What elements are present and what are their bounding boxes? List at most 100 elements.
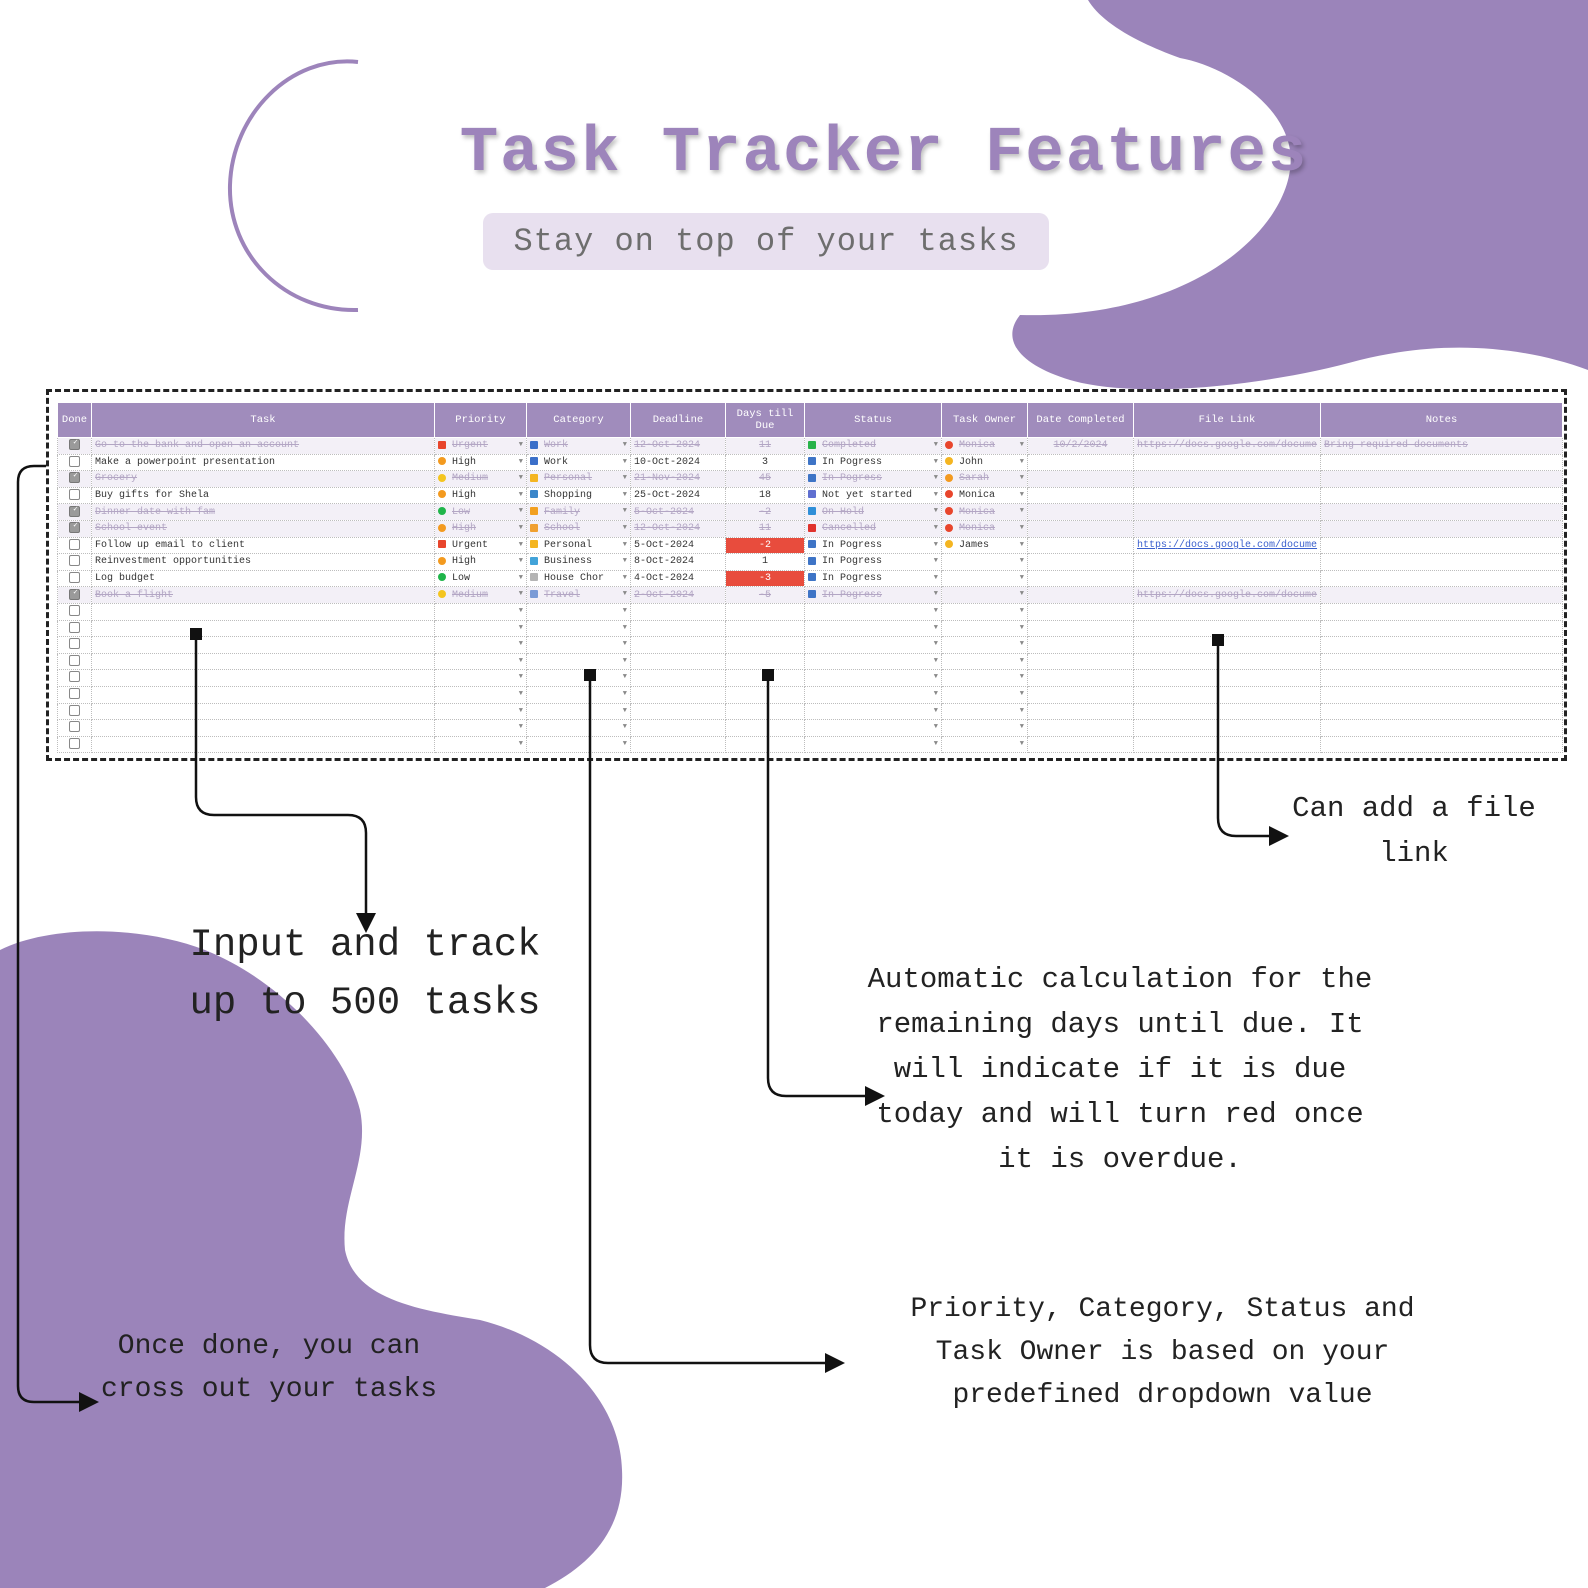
chevron-down-icon[interactable]: ▼ [518,739,523,748]
chevron-down-icon[interactable]: ▼ [1019,606,1024,615]
chevron-down-icon[interactable]: ▼ [1019,474,1024,483]
chevron-down-icon[interactable]: ▼ [933,557,938,566]
done-checkbox[interactable] [69,671,80,683]
done-checkbox[interactable] [69,439,80,451]
deadline-cell[interactable]: 12-Oct-2024 [630,519,726,538]
chevron-down-icon[interactable]: ▼ [1019,557,1024,566]
category-cell[interactable]: School▼ [526,519,631,538]
priority-cell[interactable]: High▼ [434,453,527,472]
chevron-down-icon[interactable]: ▼ [1019,739,1024,748]
priority-cell[interactable]: Urgent▼ [434,437,527,455]
chevron-down-icon[interactable]: ▼ [518,457,523,466]
done-checkbox[interactable] [69,538,80,550]
file-link[interactable]: https://docs.google.com/docume [1137,440,1318,452]
chevron-down-icon[interactable]: ▼ [518,689,523,698]
chevron-down-icon[interactable]: ▼ [622,606,627,615]
chevron-down-icon[interactable]: ▼ [518,723,523,732]
date-completed-cell[interactable] [1027,519,1134,538]
done-checkbox[interactable] [69,505,80,517]
owner-cell[interactable]: Monica▼ [941,519,1028,538]
done-checkbox[interactable] [69,455,80,467]
status-cell[interactable]: On Hold▼ [804,503,942,521]
chevron-down-icon[interactable]: ▼ [933,623,938,632]
category-cell[interactable]: Work▼ [526,437,631,455]
task-cell[interactable]: Go to the bank and open an account [91,437,435,455]
chevron-down-icon[interactable]: ▼ [518,490,523,499]
done-checkbox[interactable] [69,472,80,484]
done-checkbox[interactable] [69,704,80,716]
status-cell[interactable]: Cancelled▼ [804,519,942,538]
chevron-down-icon[interactable]: ▼ [1019,723,1024,732]
chevron-down-icon[interactable]: ▼ [1019,540,1024,549]
chevron-down-icon[interactable]: ▼ [1019,441,1024,449]
chevron-down-icon[interactable]: ▼ [933,739,938,748]
chevron-down-icon[interactable]: ▼ [622,523,627,532]
chevron-down-icon[interactable]: ▼ [933,457,938,466]
done-checkbox[interactable] [69,522,80,534]
date-completed-cell[interactable]: 10/2/2024 [1027,437,1134,455]
chevron-down-icon[interactable]: ▼ [518,540,523,549]
priority-cell[interactable]: Medium▼ [434,586,527,604]
chevron-down-icon[interactable]: ▼ [1019,523,1024,532]
chevron-down-icon[interactable]: ▼ [933,723,938,732]
chevron-down-icon[interactable]: ▼ [622,540,627,549]
chevron-down-icon[interactable]: ▼ [518,706,523,715]
chevron-down-icon[interactable]: ▼ [1019,673,1024,682]
chevron-down-icon[interactable]: ▼ [518,623,523,632]
done-checkbox[interactable] [69,737,80,749]
done-checkbox[interactable] [69,621,80,633]
chevron-down-icon[interactable]: ▼ [1019,623,1024,632]
empty-cell[interactable]: ▼ [804,735,942,754]
file-link[interactable]: https://docs.google.com/docume [1137,589,1318,601]
chevron-down-icon[interactable]: ▼ [518,573,523,582]
notes-cell[interactable] [1320,519,1563,538]
chevron-down-icon[interactable]: ▼ [622,490,627,499]
chevron-down-icon[interactable]: ▼ [518,507,523,516]
chevron-down-icon[interactable]: ▼ [933,590,938,599]
done-checkbox[interactable] [69,638,80,650]
chevron-down-icon[interactable]: ▼ [933,689,938,698]
chevron-down-icon[interactable]: ▼ [933,673,938,682]
chevron-down-icon[interactable]: ▼ [622,590,627,599]
chevron-down-icon[interactable]: ▼ [622,706,627,715]
chevron-down-icon[interactable]: ▼ [1019,573,1024,582]
priority-cell[interactable]: Low▼ [434,503,527,521]
chevron-down-icon[interactable]: ▼ [933,656,938,665]
date-completed-cell[interactable] [1027,470,1134,488]
chevron-down-icon[interactable]: ▼ [622,689,627,698]
chevron-down-icon[interactable]: ▼ [933,474,938,483]
done-checkbox[interactable] [69,555,80,567]
chevron-down-icon[interactable]: ▼ [518,474,523,483]
owner-cell[interactable]: ▼ [941,586,1028,604]
chevron-down-icon[interactable]: ▼ [622,441,627,449]
deadline-cell[interactable]: 2-Oct-2024 [630,586,726,604]
chevron-down-icon[interactable]: ▼ [933,606,938,615]
done-checkbox[interactable] [69,588,80,600]
empty-cell[interactable]: ▼ [526,735,631,754]
empty-cell[interactable] [1320,735,1563,754]
chevron-down-icon[interactable]: ▼ [1019,457,1024,466]
chevron-down-icon[interactable]: ▼ [622,739,627,748]
done-checkbox[interactable] [69,605,80,617]
chevron-down-icon[interactable]: ▼ [933,640,938,649]
chevron-down-icon[interactable]: ▼ [933,490,938,499]
chevron-down-icon[interactable]: ▼ [518,523,523,532]
chevron-down-icon[interactable]: ▼ [518,557,523,566]
owner-cell[interactable]: Sarah▼ [941,470,1028,488]
chevron-down-icon[interactable]: ▼ [1019,640,1024,649]
chevron-down-icon[interactable]: ▼ [933,523,938,532]
chevron-down-icon[interactable]: ▼ [622,673,627,682]
chevron-down-icon[interactable]: ▼ [1019,689,1024,698]
chevron-down-icon[interactable]: ▼ [1019,706,1024,715]
category-cell[interactable]: Family▼ [526,503,631,521]
chevron-down-icon[interactable]: ▼ [622,474,627,483]
task-cell[interactable]: Book a flight [91,586,435,604]
done-checkbox[interactable] [69,571,80,583]
task-cell[interactable]: School event [91,519,435,538]
done-checkbox[interactable] [69,688,80,700]
file-link[interactable]: https://docs.google.com/docume [1137,539,1318,551]
chevron-down-icon[interactable]: ▼ [933,573,938,582]
done-checkbox[interactable] [69,721,80,733]
chevron-down-icon[interactable]: ▼ [622,656,627,665]
chevron-down-icon[interactable]: ▼ [518,640,523,649]
